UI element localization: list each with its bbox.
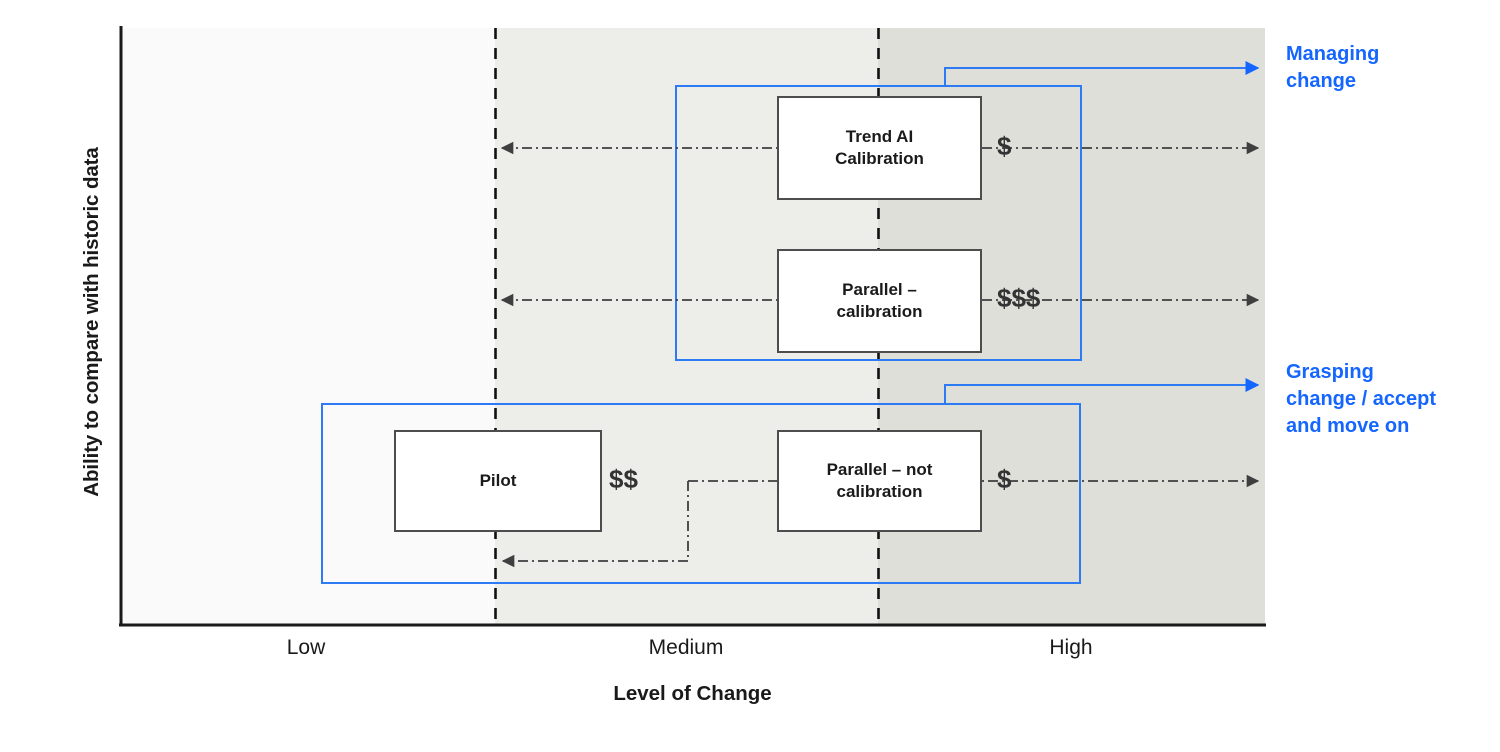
cost-trend-ai-calibration: $ — [997, 131, 1012, 161]
leader-managing-change — [944, 61, 1260, 87]
group-rect-managing-change — [675, 85, 1082, 361]
callout-grasping-change: Grasping change / accept and move on — [1286, 361, 1437, 437]
node-trend-ai-calibration[interactable]: Trend AI Calibration — [777, 96, 982, 200]
cost-parallel-calibration: $$$ — [997, 283, 1041, 313]
x-axis-label: Level of Change — [613, 682, 772, 705]
group-rect-grasping-change — [321, 403, 1081, 584]
connector-pilot-elbow — [501, 481, 689, 568]
cost-parallel-not-calibration: $ — [997, 464, 1012, 494]
node-parallel-calibration[interactable]: Parallel – calibration — [777, 249, 982, 353]
y-axis-label: Ability to compare with historic data — [80, 147, 103, 497]
cost-pilot: $$ — [609, 464, 638, 494]
callout-managing-change: Managing change — [1286, 43, 1380, 92]
x-tick-low: Low — [286, 636, 326, 659]
leader-grasping-change — [944, 378, 1260, 405]
x-tick-high: High — [1049, 636, 1093, 659]
node-pilot[interactable]: Pilot — [394, 430, 602, 532]
node-parallel-not-calibration[interactable]: Parallel – not calibration — [777, 430, 982, 532]
x-tick-medium: Medium — [648, 636, 724, 659]
band-low — [121, 28, 495, 625]
